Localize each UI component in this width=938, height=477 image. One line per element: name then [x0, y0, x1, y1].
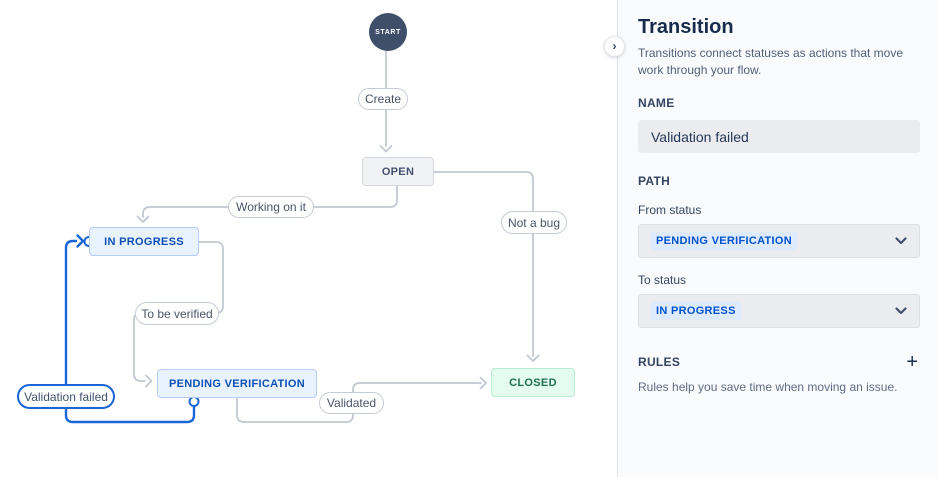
status-pending-verification[interactable]: PENDING VERIFICATION	[157, 369, 317, 398]
chevron-down-icon	[895, 307, 907, 315]
status-in-progress[interactable]: IN PROGRESS	[89, 227, 199, 256]
add-rule-button[interactable]: +	[904, 352, 920, 372]
transition-source-port	[188, 396, 200, 407]
to-status-label: To status	[638, 273, 687, 287]
transition-label-validation-failed[interactable]: Validation failed	[17, 384, 115, 409]
from-status-label: From status	[638, 203, 702, 217]
status-closed[interactable]: CLOSED	[491, 368, 575, 397]
edge-not-a-bug[interactable]	[433, 171, 540, 362]
status-open[interactable]: OPEN	[362, 157, 434, 186]
rules-description: Rules help you save time when moving an …	[638, 380, 898, 394]
collapse-panel-button[interactable]: ›	[604, 36, 625, 57]
transition-detail-panel: › Transition Transitions connect statuse…	[604, 0, 938, 477]
chevron-right-icon: ›	[612, 38, 617, 53]
start-node[interactable]: START	[369, 13, 407, 51]
workflow-canvas[interactable]: START OPEN IN PROGRESS PENDING VERIFICAT…	[0, 0, 617, 477]
edge-validated[interactable]	[236, 376, 487, 423]
transition-label-create[interactable]: Create	[358, 88, 408, 110]
panel-title: Transition	[638, 16, 734, 38]
transition-label-working-on-it[interactable]: Working on it	[228, 196, 314, 218]
to-status-value: IN PROGRESS	[651, 302, 741, 320]
panel-description: Transitions connect statuses as actions …	[638, 46, 904, 77]
path-section-label: PATH	[638, 174, 671, 188]
transition-label-validated[interactable]: Validated	[319, 392, 384, 414]
from-status-select[interactable]: PENDING VERIFICATION	[638, 224, 920, 258]
from-status-value: PENDING VERIFICATION	[651, 232, 797, 250]
plus-icon: +	[906, 351, 918, 373]
to-status-select[interactable]: IN PROGRESS	[638, 294, 920, 328]
transition-label-not-a-bug[interactable]: Not a bug	[501, 211, 567, 234]
chevron-down-icon	[895, 237, 907, 245]
transition-label-to-be-verified[interactable]: To be verified	[135, 302, 219, 325]
transition-name-input[interactable]	[638, 120, 920, 153]
rules-section-label: RULES	[638, 355, 681, 369]
name-section-label: NAME	[638, 96, 675, 110]
